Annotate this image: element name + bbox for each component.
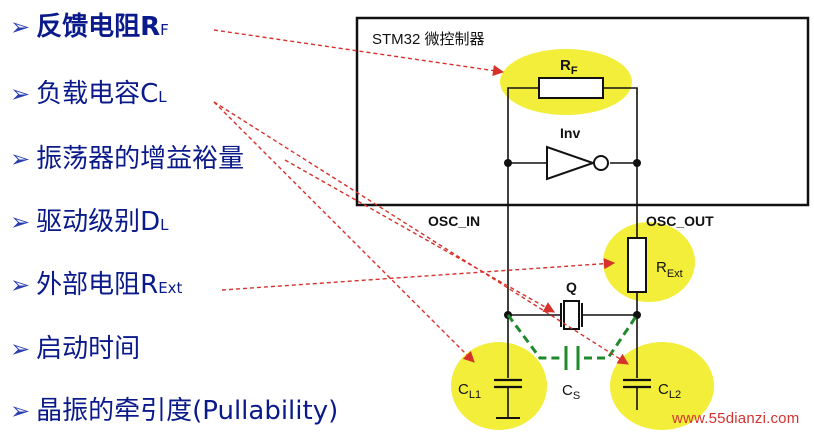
cl2-highlight (610, 342, 714, 430)
bullet-sub: F (160, 21, 169, 39)
bullet-text: 外部电阻R (36, 270, 159, 300)
bullet-text: 振荡器的增益裕量 (36, 144, 245, 174)
osc-in-label: OSC_IN (428, 213, 480, 229)
bullet-gain-margin: ➢ 振荡器的增益裕量 (10, 138, 244, 178)
arrow-rext (221, 258, 616, 291)
arrow-crystal (284, 159, 555, 313)
bullet-sub: Ext (158, 279, 183, 297)
osc-out-label: OSC_OUT (646, 213, 714, 229)
cl2-label: CL2 (658, 381, 681, 401)
crystal-label: Q (566, 279, 577, 295)
bullet-startup-time: ➢ 启动时间 (10, 328, 140, 368)
rext-highlight (603, 222, 695, 302)
inverter-bubble (593, 155, 609, 171)
rext-resistor (627, 237, 647, 293)
bullet-arrow-icon: ➢ (10, 335, 31, 363)
cl1-label: CL1 (458, 381, 481, 401)
bullet-text: 反馈电阻R (36, 12, 161, 42)
bullet-text: 晶振的牵引度(Pullability) (36, 396, 339, 426)
rf-resistor (538, 77, 604, 99)
bullet-sub: L (160, 216, 169, 234)
rf-label: RF (560, 57, 578, 77)
bullet-pullability: ➢ 晶振的牵引度(Pullability) (10, 390, 338, 430)
arrow-cl1 (213, 101, 475, 363)
inverter-symbol (546, 145, 597, 181)
bullet-text: 负载电容C (36, 79, 159, 109)
inverter-label: Inv (560, 125, 580, 141)
bullet-arrow-icon: ➢ (10, 13, 31, 41)
bullet-text: 驱动级别D (36, 207, 161, 237)
cs-label: CS (562, 382, 580, 402)
arrow-cl2 (213, 101, 629, 365)
stray-capacitance-cs (506, 314, 639, 370)
bullet-arrow-icon: ➢ (10, 145, 31, 173)
watermark: www.55dianzi.com (672, 410, 800, 427)
mcu-label: STM32 微控制器 (372, 31, 485, 48)
bullet-arrow-icon: ➢ (10, 271, 31, 299)
bullet-arrow-icon: ➢ (10, 80, 31, 108)
bullet-arrow-icon: ➢ (10, 397, 31, 425)
rext-label: RExt (656, 259, 683, 280)
bullet-sub: L (158, 88, 167, 106)
annotation-arrows (213, 29, 629, 365)
mcu-box (355, 16, 810, 207)
bullet-text: 启动时间 (36, 334, 141, 364)
bullet-arrow-icon: ➢ (10, 208, 31, 236)
